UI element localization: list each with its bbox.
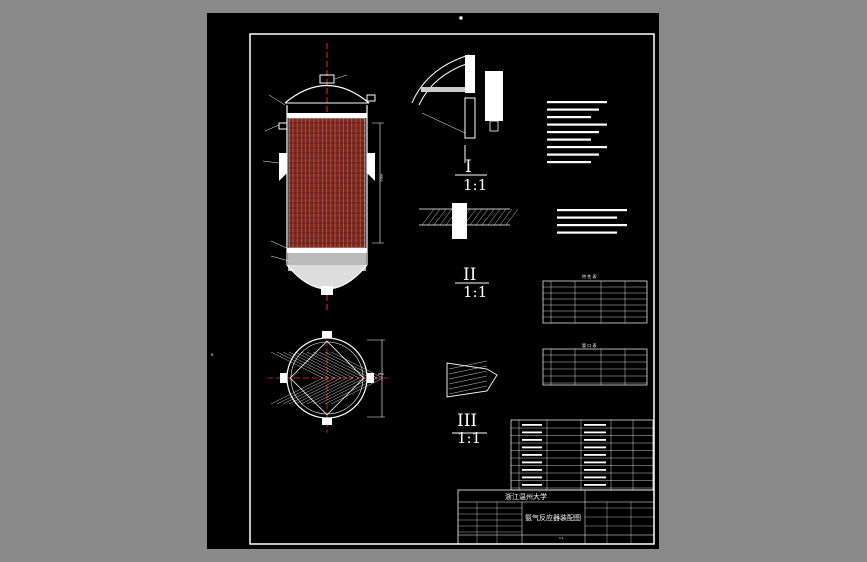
support-lug-left [279,153,287,181]
technical-requirements-notes [547,101,607,164]
bottom-nozzle [321,286,333,295]
plan-nozzle-bottom [322,418,332,425]
nozzle-table-title: 管 口 表 [582,343,597,348]
detail-3-scale: 1:1 [457,429,482,447]
drawing-name: 氨气反应器装配图 [525,514,581,522]
drawing-sheet: ■ e I 1:1 II 1:1 III 1:1 2000 950 特 性 表 … [207,13,659,549]
detail-2-view [419,203,519,284]
drawing-border [249,33,655,545]
vessel-elevation [262,43,384,313]
detail-2-label: II [463,265,477,285]
support-lug-right [367,153,375,181]
detail-1-label: I [465,157,472,177]
title-scale: 1:1 [559,536,564,540]
top-margin-mark: ■ [459,15,463,20]
title-block [457,489,655,545]
school-name: 浙江温州大学 [505,493,547,501]
upper-tube-sheet [287,113,367,118]
cad-drawing [249,33,655,545]
spec-table-title: 特 性 表 [582,274,597,279]
detail-2-weld [452,203,467,239]
plan-lug-right [367,373,374,383]
nozzle-table [542,348,648,386]
design-description-notes [557,209,627,234]
top-head [284,85,370,104]
side-nozzle-left [278,122,288,130]
detail-1-scale: 1:1 [463,176,488,194]
left-margin-mark: e [211,352,214,357]
plan-nozzle-top [322,331,332,338]
spec-table [542,280,648,324]
bottom-head [286,264,368,290]
plan-lug-left [280,373,287,383]
detail-2-scale: 1:1 [463,283,488,301]
detail-3-nozzle [446,362,498,398]
detail-1-view [411,54,503,176]
detail-3-label: III [457,411,478,431]
detail-1-bolt-block [485,71,503,121]
detail-1-flange [421,87,475,92]
top-nozzle [319,74,335,84]
parts-list [510,419,654,491]
tube-layout [289,340,365,416]
lower-tube-sheet [287,248,367,253]
diameter-dimension-text: 950 [378,372,384,376]
detail-3-view [446,360,498,434]
vessel-plan-view [267,331,389,433]
side-nozzle-right [366,94,376,102]
height-dimension-text: 2000 [379,173,384,182]
